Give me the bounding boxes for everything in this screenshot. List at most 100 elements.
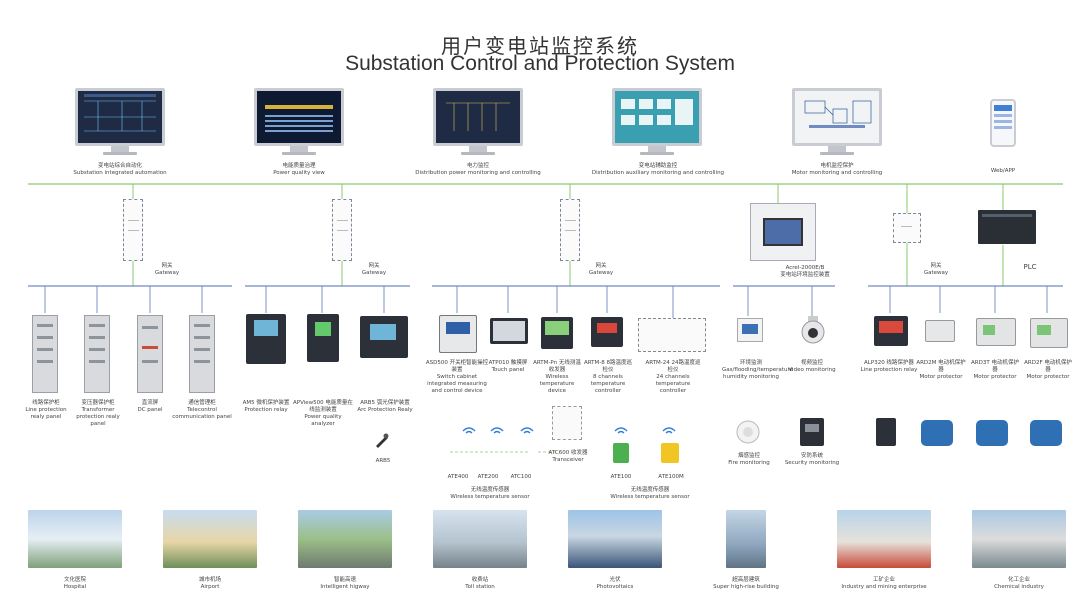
monitor-motor (792, 88, 882, 158)
wifi-icon (520, 424, 534, 436)
sensor-model-label: ATC100 (510, 474, 532, 480)
dc-panel-cabinet (137, 315, 163, 393)
sensor-model-label: ATE400 (447, 474, 469, 480)
atp010-device (490, 318, 528, 344)
motor-icon (921, 420, 953, 446)
monitor-power-quality (254, 88, 344, 158)
monitor-substation-automation (75, 88, 165, 158)
application-photo-airport (163, 510, 257, 568)
gateway-device (893, 213, 921, 243)
transformer-protection-cabinet (84, 315, 110, 393)
line-protection-cabinet (32, 315, 58, 393)
sensor-model-label: ATE200 (477, 474, 499, 480)
alp320-device (874, 316, 908, 346)
sensor-model-label: ATE100M (658, 474, 684, 480)
plc-rack (978, 210, 1036, 244)
page-title-en: Substation Control and Protection System (345, 52, 735, 75)
page-title-cn: 用户变电站监控系统 (441, 34, 639, 58)
wifi-icon (490, 424, 504, 436)
yellow-sensor-device (661, 443, 679, 463)
motor-icon (1030, 420, 1062, 446)
application-photo-highway (298, 510, 392, 568)
env-sensor-device (737, 318, 763, 342)
alp320-breaker-device (876, 418, 896, 446)
wifi-icon (614, 424, 628, 436)
green-sensor-device (613, 443, 629, 463)
sensor-model-label: ATE100 (610, 474, 632, 480)
wifi-icon (662, 424, 676, 436)
smoke-detector-icon (736, 420, 760, 444)
mobile-phone-icon (990, 99, 1016, 147)
am5-relay-device (246, 314, 286, 364)
monitor-auxiliary (612, 88, 702, 158)
application-photo-chemical (972, 510, 1066, 568)
wifi-icon (462, 424, 476, 436)
ard2m-device (925, 320, 955, 342)
gateway-device (123, 199, 143, 261)
plc-label: PLC (1023, 263, 1037, 271)
aux-monitoring-panel (750, 203, 816, 261)
application-photo-high-rise (726, 510, 766, 568)
ard3t-device (976, 318, 1016, 346)
arb5-device (360, 316, 408, 358)
transceiver-device (552, 406, 582, 440)
security-device-icon (800, 418, 824, 446)
asd500-device (439, 315, 477, 353)
arb5-sensor-icon (374, 432, 390, 448)
telecontrol-cabinet (189, 315, 215, 393)
ard2f-device (1030, 318, 1068, 348)
monitor-distribution (433, 88, 523, 158)
system-label-webapp: Web/APP (990, 168, 1016, 174)
application-photo-toll-station (433, 510, 527, 568)
motor-icon (976, 420, 1008, 446)
artm-24-device (638, 318, 706, 352)
gateway-device (560, 199, 580, 261)
artm-8-device (591, 317, 623, 347)
application-photo-industry (837, 510, 931, 568)
camera-icon (800, 316, 826, 348)
artm-pn-device (541, 317, 573, 349)
gateway-device (332, 199, 352, 261)
